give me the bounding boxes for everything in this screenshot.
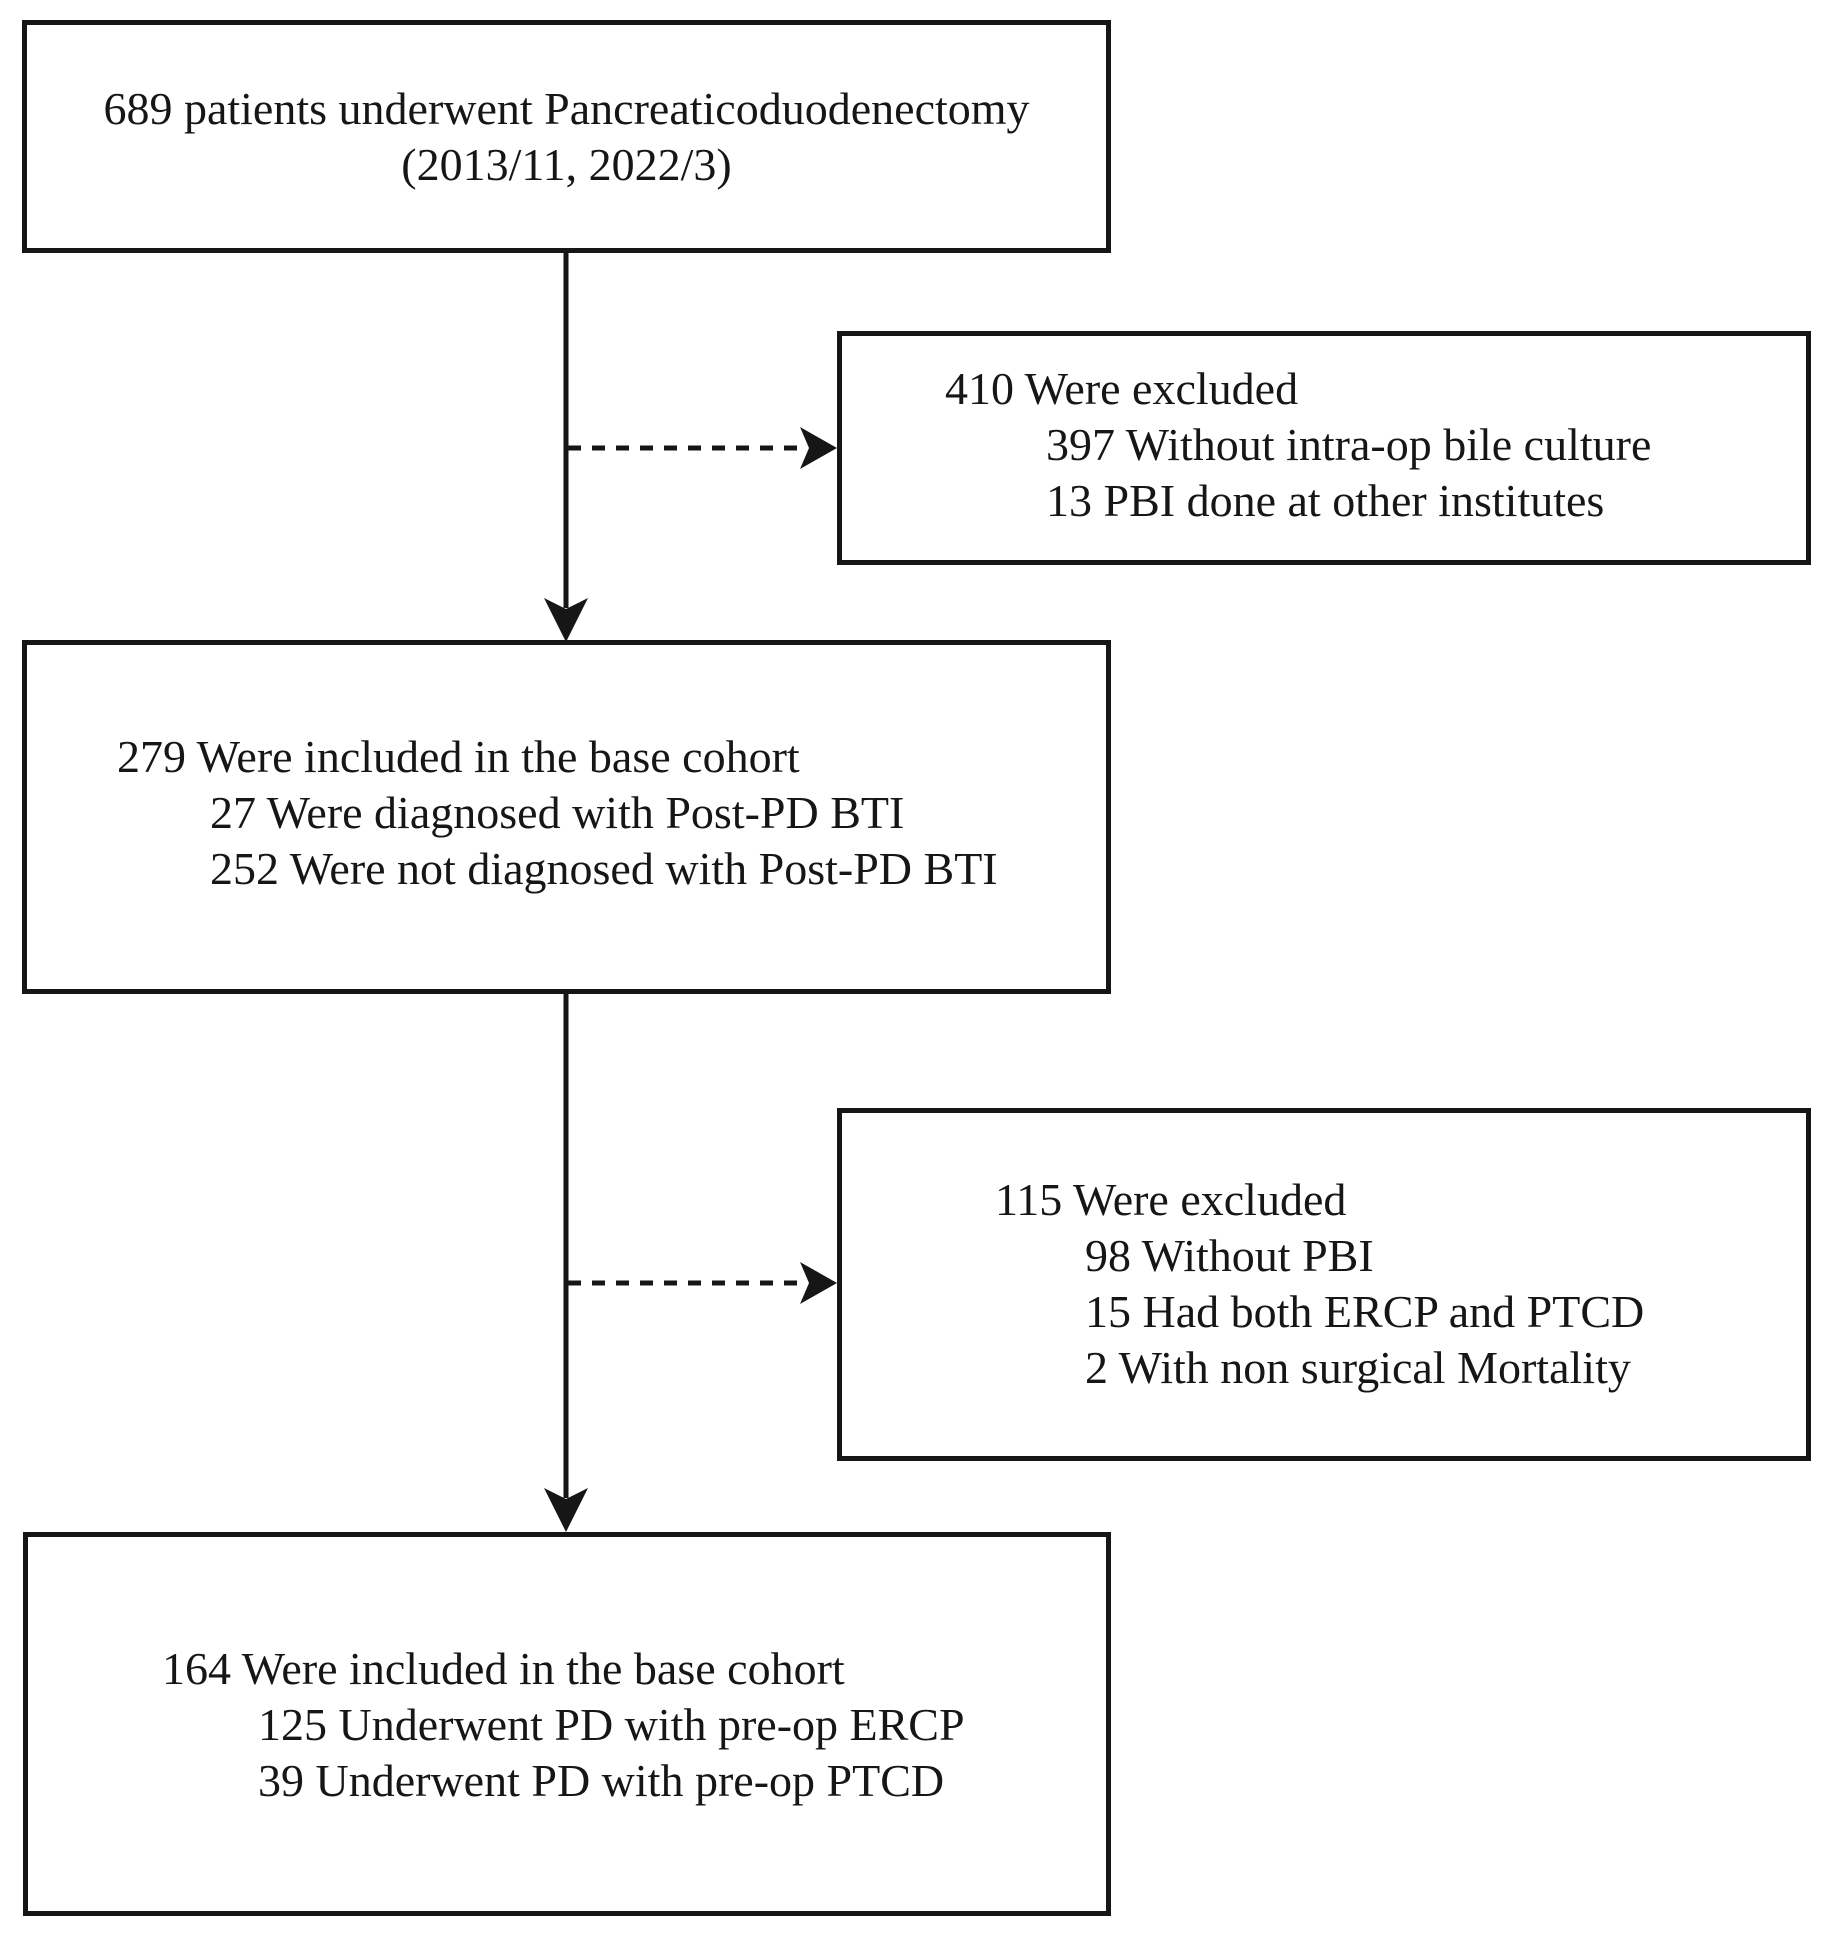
box-line: 689 patients underwent Pancreaticoduoden… xyxy=(103,83,1030,134)
box-line: 410 Were excluded xyxy=(945,363,1299,414)
box-line: 115 Were excluded xyxy=(995,1174,1347,1225)
arrow-head-right-icon xyxy=(800,427,837,469)
arrow-head-down-icon xyxy=(544,1488,588,1532)
box-line: 397 Without intra-op bile culture xyxy=(1046,419,1652,470)
box-base-cohort: 279 Were included in the base cohort 27 … xyxy=(22,640,1111,994)
box-line: 252 Were not diagnosed with Post-PD BTI xyxy=(210,843,998,894)
box-line: 13 PBI done at other institutes xyxy=(1046,475,1605,526)
box-exclusion-2: 115 Were excluded 98 Without PBI 15 Had … xyxy=(837,1108,1811,1461)
box-line: 279 Were included in the base cohort xyxy=(117,731,800,782)
arrow-head-right-icon xyxy=(800,1262,837,1304)
box-enrollment: 689 patients underwent Pancreaticoduoden… xyxy=(22,20,1111,253)
box-line: 2 With non surgical Mortality xyxy=(1085,1342,1631,1393)
box-line: 164 Were included in the base cohort xyxy=(162,1643,845,1694)
box-line: (2013/11, 2022/3) xyxy=(401,139,732,190)
arrow-head-down-icon xyxy=(544,598,588,642)
box-line: 27 Were diagnosed with Post-PD BTI xyxy=(210,787,905,838)
box-exclusion-1: 410 Were excluded 397 Without intra-op b… xyxy=(837,331,1811,565)
box-line: 125 Underwent PD with pre-op ERCP xyxy=(258,1699,965,1750)
box-line: 98 Without PBI xyxy=(1085,1230,1374,1281)
box-line: 15 Had both ERCP and PTCD xyxy=(1085,1286,1645,1337)
box-line: 39 Underwent PD with pre-op PTCD xyxy=(258,1755,945,1806)
box-final-cohort: 164 Were included in the base cohort 125… xyxy=(23,1532,1111,1916)
